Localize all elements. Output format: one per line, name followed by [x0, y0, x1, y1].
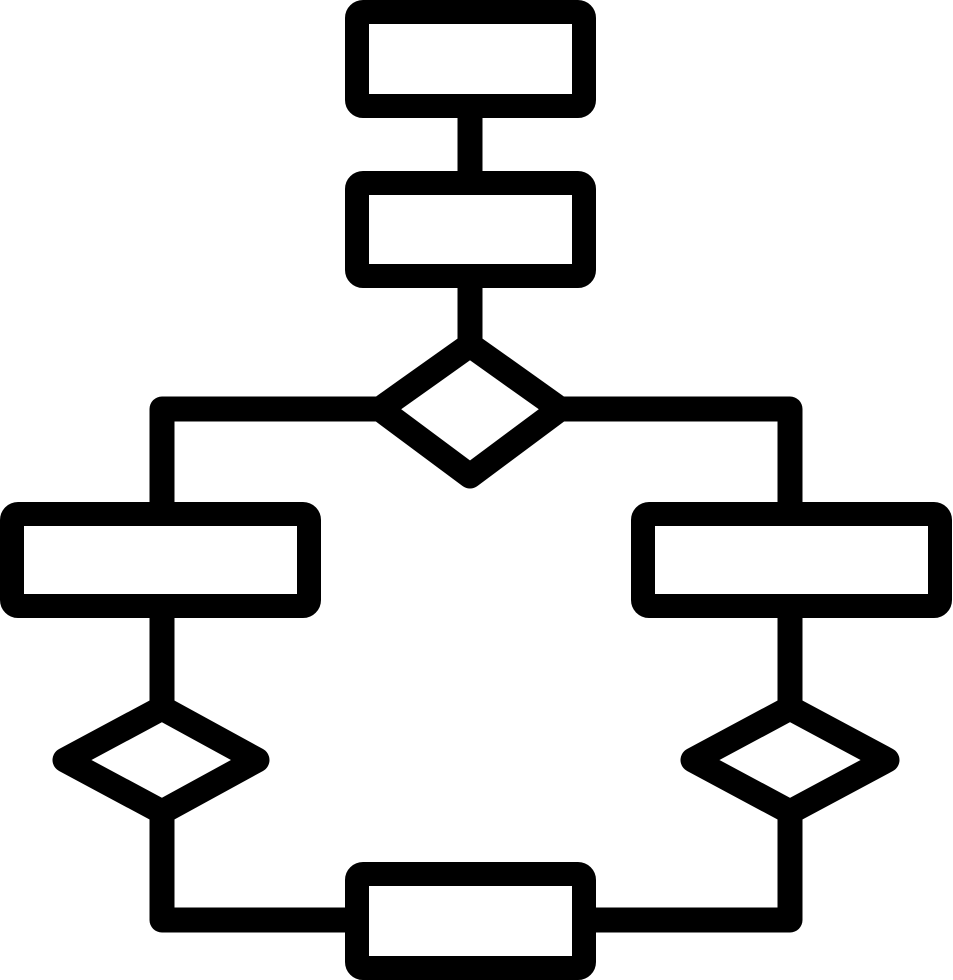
- connector-right-diamond-to-bottom-box: [571, 799, 803, 933]
- second-process-box: [345, 171, 596, 288]
- top-process-box: [345, 0, 596, 118]
- bottom-process-box: [345, 862, 596, 980]
- connector-left-diamond-to-bottom-box: [149, 799, 370, 933]
- left-decision-diamond: [52, 695, 270, 825]
- center-decision-diamond: [367, 332, 573, 489]
- connector-lines: [149, 93, 803, 933]
- connector-center-diamond-to-right-box: [544, 396, 803, 527]
- connector-center-diamond-to-left-box: [149, 396, 396, 527]
- right-process-box: [631, 502, 952, 618]
- right-decision-diamond: [680, 695, 900, 825]
- left-process-box: [0, 502, 321, 618]
